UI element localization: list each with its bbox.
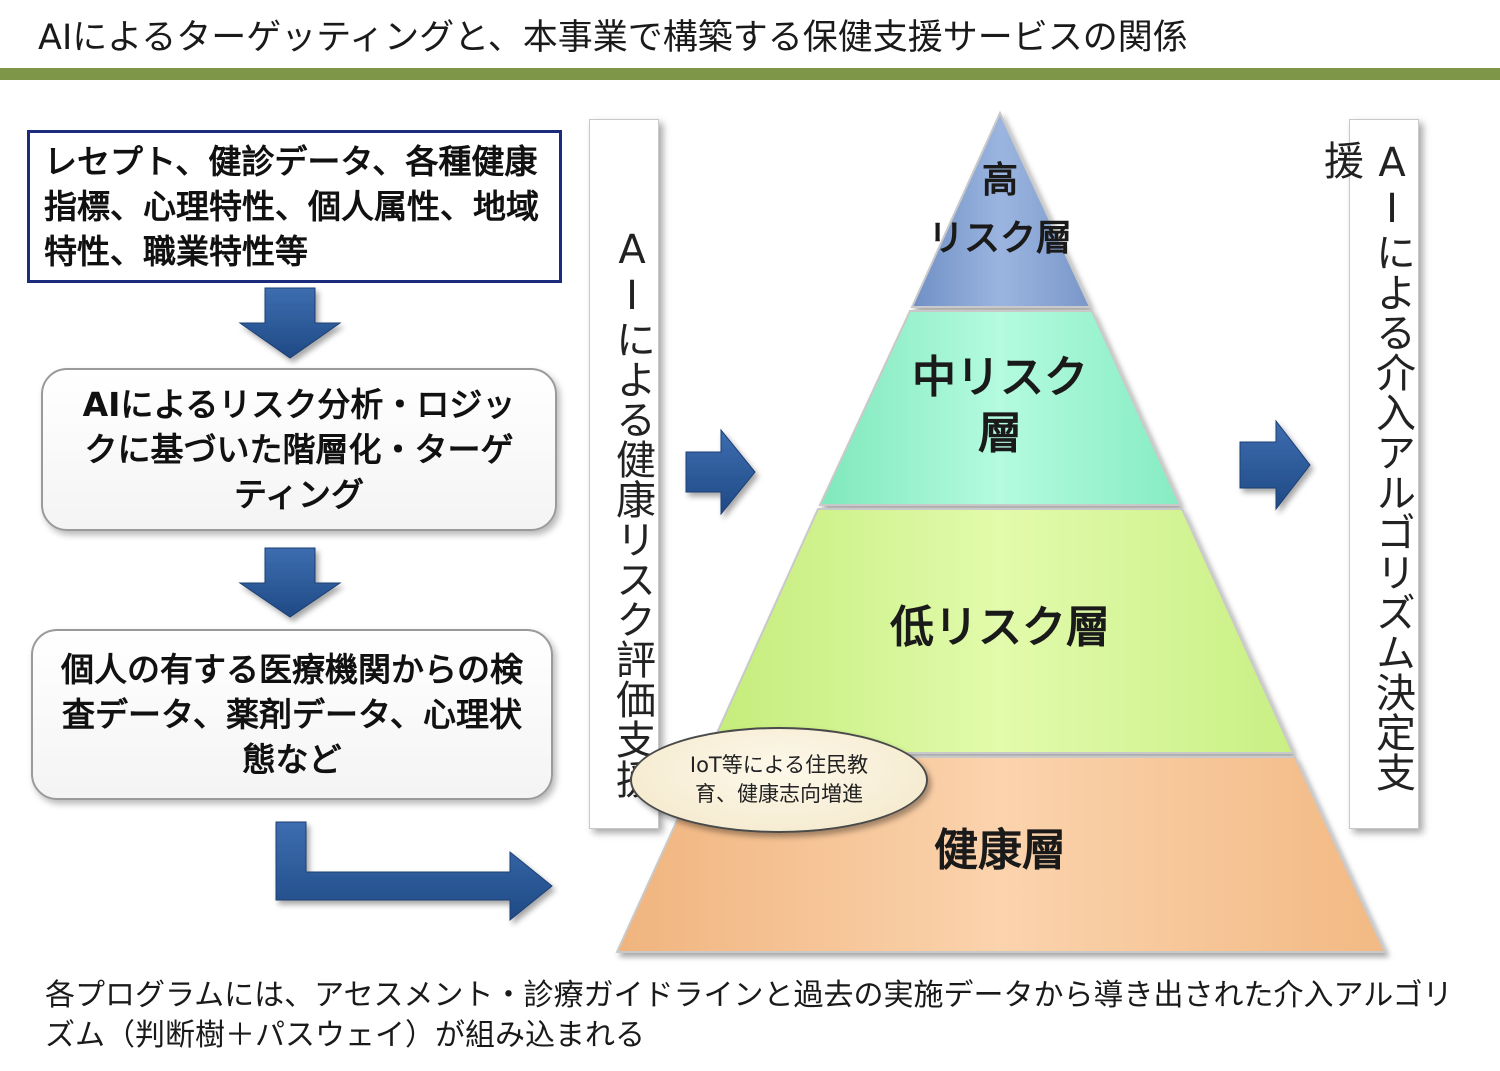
right-arrow-to-algorithm: [1239, 419, 1311, 511]
ai-analysis-box: AIによるリスク分析・ロジックに基づいた階層化・ターゲティング: [41, 368, 557, 531]
footnote: 各プログラムには、アセスメント・診療ガイドラインと過去の実施データから導き出され…: [45, 978, 1453, 1053]
down-arrow-1: [238, 287, 342, 359]
pyramid-layer-high: [910, 110, 1092, 308]
data-sources-text: レセプト、健診データ、各種健康指標、心理特性、個人属性、地域特性、職業特性等: [44, 142, 539, 271]
pyramid-layer-low: [706, 508, 1295, 754]
pyramid-layer-mid: [818, 310, 1182, 506]
pyramid-label-mid: 中リスク 層: [912, 352, 1088, 459]
right-arrow-to-pyramid: [685, 428, 756, 516]
title-underline-bar: [0, 68, 1500, 80]
down-arrow-2: [238, 547, 342, 618]
iot-education-ellipse: IoT等による住民教育、健康志向増進: [630, 727, 928, 833]
elbow-arrow: [275, 821, 553, 922]
ai-analysis-text: AIによるリスク分析・ロジックに基づいた階層化・ターゲティング: [82, 385, 516, 514]
risk-assessment-support-label: AIによる健康リスク評価支援: [589, 119, 659, 829]
medical-data-box: 個人の有する医療機関からの検査データ、薬剤データ、心理状態など: [31, 629, 553, 800]
pyramid-label-health: 健康層: [934, 825, 1066, 876]
page-title: AIによるターゲッティングと、本事業で構築する保健支援サービスの関係: [38, 18, 1188, 58]
data-sources-box: レセプト、健診データ、各種健康指標、心理特性、個人属性、地域特性、職業特性等: [27, 130, 562, 283]
iot-education-text: IoT等による住民教育、健康志向増進: [689, 753, 869, 806]
pyramid-label-high: 高 リスク層: [927, 160, 1072, 259]
pyramid-label-low: 低リスク層: [890, 602, 1110, 653]
medical-data-text: 個人の有する医療機関からの検査データ、薬剤データ、心理状態など: [61, 650, 523, 779]
intervention-algorithm-support-label: AIによる介入アルゴリズム決定支援: [1317, 119, 1419, 829]
